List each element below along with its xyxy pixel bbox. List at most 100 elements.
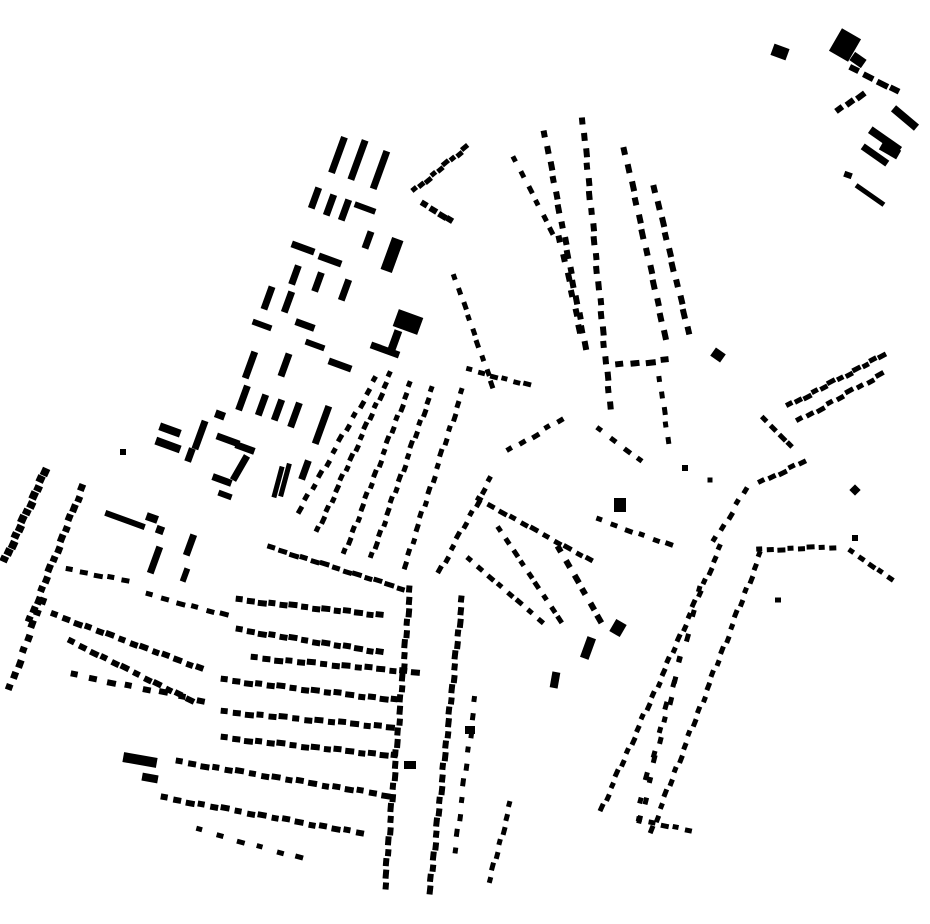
building [142, 686, 152, 694]
building [254, 737, 263, 745]
building [353, 201, 377, 215]
building [160, 650, 171, 659]
building [131, 669, 141, 678]
building [583, 148, 591, 158]
building [636, 213, 644, 225]
building [246, 810, 256, 818]
building [818, 544, 825, 551]
building [416, 419, 423, 427]
building [220, 707, 228, 715]
building [614, 498, 626, 512]
building [335, 433, 345, 443]
building [473, 339, 481, 349]
building [777, 468, 788, 478]
building [443, 555, 451, 565]
building [396, 705, 404, 715]
building [387, 802, 395, 813]
building [234, 807, 243, 815]
building [672, 823, 680, 831]
building [234, 441, 256, 455]
building [295, 505, 305, 515]
building [401, 560, 410, 571]
building [256, 843, 264, 850]
building [679, 308, 688, 320]
building [461, 521, 470, 530]
building [220, 804, 231, 812]
building [154, 436, 182, 454]
building [553, 191, 561, 200]
building [358, 750, 366, 757]
building [288, 264, 302, 286]
building [372, 576, 383, 585]
building [279, 633, 288, 641]
building [61, 614, 71, 624]
building [656, 312, 665, 323]
building [277, 352, 293, 378]
building [410, 669, 421, 676]
building [83, 622, 93, 631]
building [567, 289, 576, 298]
building [391, 771, 399, 782]
building [526, 607, 534, 616]
building [547, 161, 556, 171]
building [645, 359, 657, 367]
building [656, 375, 663, 383]
building [375, 665, 386, 673]
building [385, 724, 396, 731]
building [602, 356, 610, 365]
building [457, 387, 465, 395]
building [190, 603, 199, 610]
building [585, 177, 593, 187]
building [337, 198, 353, 222]
building [471, 695, 478, 703]
building [299, 553, 309, 562]
building [268, 599, 276, 607]
building [95, 627, 105, 636]
building [355, 515, 363, 524]
building [407, 439, 415, 449]
building [323, 689, 332, 696]
building [671, 675, 679, 685]
building [554, 544, 564, 554]
buildings-layer [0, 28, 920, 895]
building [41, 575, 51, 585]
building [432, 842, 440, 851]
building [444, 730, 452, 739]
building [866, 377, 876, 386]
building [825, 398, 834, 407]
building [70, 670, 79, 678]
building [805, 410, 815, 419]
building [276, 849, 285, 857]
building [121, 577, 130, 584]
building [313, 525, 321, 533]
building [251, 318, 273, 332]
building [451, 649, 459, 660]
building [384, 507, 392, 517]
building [785, 440, 794, 449]
building [862, 71, 875, 82]
building [604, 385, 612, 394]
building [609, 435, 618, 445]
building [289, 684, 297, 692]
building [404, 761, 416, 769]
building [768, 423, 778, 433]
building [489, 861, 496, 872]
building [571, 573, 582, 585]
building [454, 640, 461, 650]
building [715, 543, 723, 551]
building [607, 401, 614, 410]
building [751, 562, 759, 572]
building [160, 793, 169, 801]
building [271, 773, 282, 781]
building [564, 271, 573, 283]
building [465, 313, 472, 322]
building [232, 709, 242, 717]
building [593, 265, 600, 275]
building [549, 605, 558, 615]
building [231, 677, 241, 685]
building [886, 574, 895, 583]
building [379, 695, 389, 703]
building [154, 524, 166, 536]
building [654, 200, 663, 211]
building [349, 525, 357, 534]
